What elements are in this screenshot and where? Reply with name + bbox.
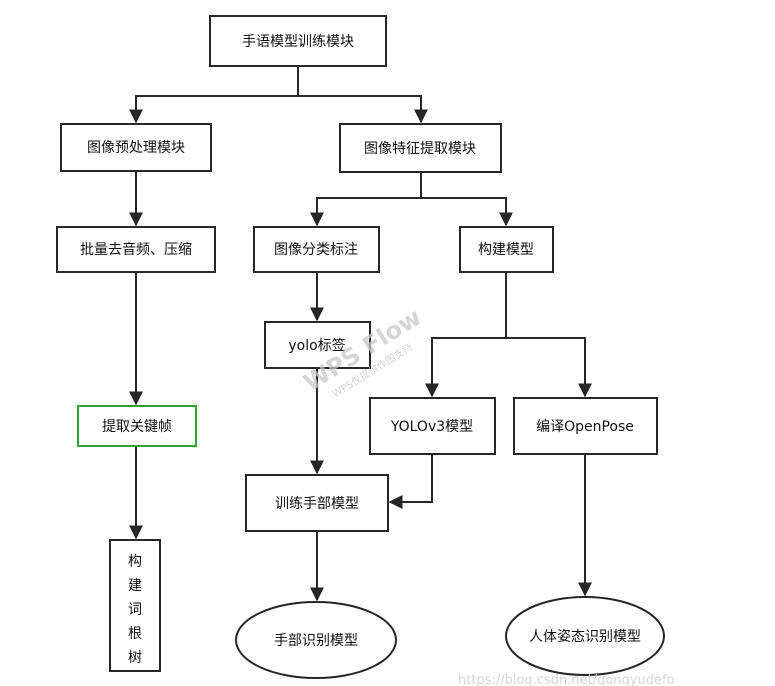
root-word-char-2: 建 bbox=[128, 578, 142, 594]
node-preprocess: 图像预处理模块 bbox=[60, 123, 212, 172]
footer-url: https://blog.csdn.net/gongyudefo bbox=[458, 673, 675, 686]
node-root-words: 构 建 词 根 树 bbox=[109, 539, 161, 672]
node-pose-recog: 人体姿态识别模型 bbox=[505, 596, 665, 676]
node-yolo-label: yolo标签 bbox=[264, 321, 371, 369]
node-pose-recog-label: 人体姿态识别模型 bbox=[529, 629, 641, 645]
node-preprocess-label: 图像预处理模块 bbox=[87, 140, 185, 156]
node-openpose-label: 编译OpenPose bbox=[536, 419, 634, 435]
edge-build-openpose bbox=[506, 337, 592, 398]
edge-feature-classify bbox=[310, 172, 422, 227]
node-batch: 批量去音频、压缩 bbox=[56, 226, 216, 273]
root-word-char-3: 词 bbox=[128, 602, 142, 618]
node-root: 手语模型训练模块 bbox=[209, 15, 387, 67]
node-classify: 图像分类标注 bbox=[253, 226, 380, 273]
node-build-model: 构建模型 bbox=[459, 226, 554, 273]
node-yolov3-label: YOLOv3模型 bbox=[390, 419, 473, 435]
node-feature-label: 图像特征提取模块 bbox=[364, 141, 476, 157]
root-word-char-5: 树 bbox=[128, 650, 142, 666]
node-yolo-label-text: yolo标签 bbox=[288, 337, 345, 354]
edge-yolov3-train bbox=[388, 454, 433, 509]
node-train-hand: 训练手部模型 bbox=[245, 474, 389, 532]
node-keyframe-label: 提取关键帧 bbox=[102, 419, 172, 435]
node-hand-recog: 手部识别模型 bbox=[235, 601, 397, 679]
node-build-model-label: 构建模型 bbox=[478, 242, 534, 258]
node-train-hand-label: 训练手部模型 bbox=[275, 496, 359, 512]
node-batch-label: 批量去音频、压缩 bbox=[80, 241, 192, 258]
edges bbox=[129, 66, 592, 602]
root-word-char-4: 根 bbox=[128, 626, 142, 642]
edge-build-split bbox=[425, 272, 507, 398]
root-word-char-1: 构 bbox=[128, 554, 142, 570]
edge-root-feature bbox=[298, 95, 428, 124]
node-feature: 图像特征提取模块 bbox=[339, 123, 502, 173]
node-hand-recog-label: 手部识别模型 bbox=[274, 633, 358, 649]
edge-root-split bbox=[129, 66, 299, 124]
node-classify-label: 图像分类标注 bbox=[274, 242, 358, 258]
node-keyframe: 提取关键帧 bbox=[77, 405, 197, 447]
node-yolov3: YOLOv3模型 bbox=[369, 397, 496, 455]
node-openpose: 编译OpenPose bbox=[513, 397, 658, 455]
edge-feature-build bbox=[421, 197, 513, 227]
node-root-label: 手语模型训练模块 bbox=[242, 34, 354, 50]
